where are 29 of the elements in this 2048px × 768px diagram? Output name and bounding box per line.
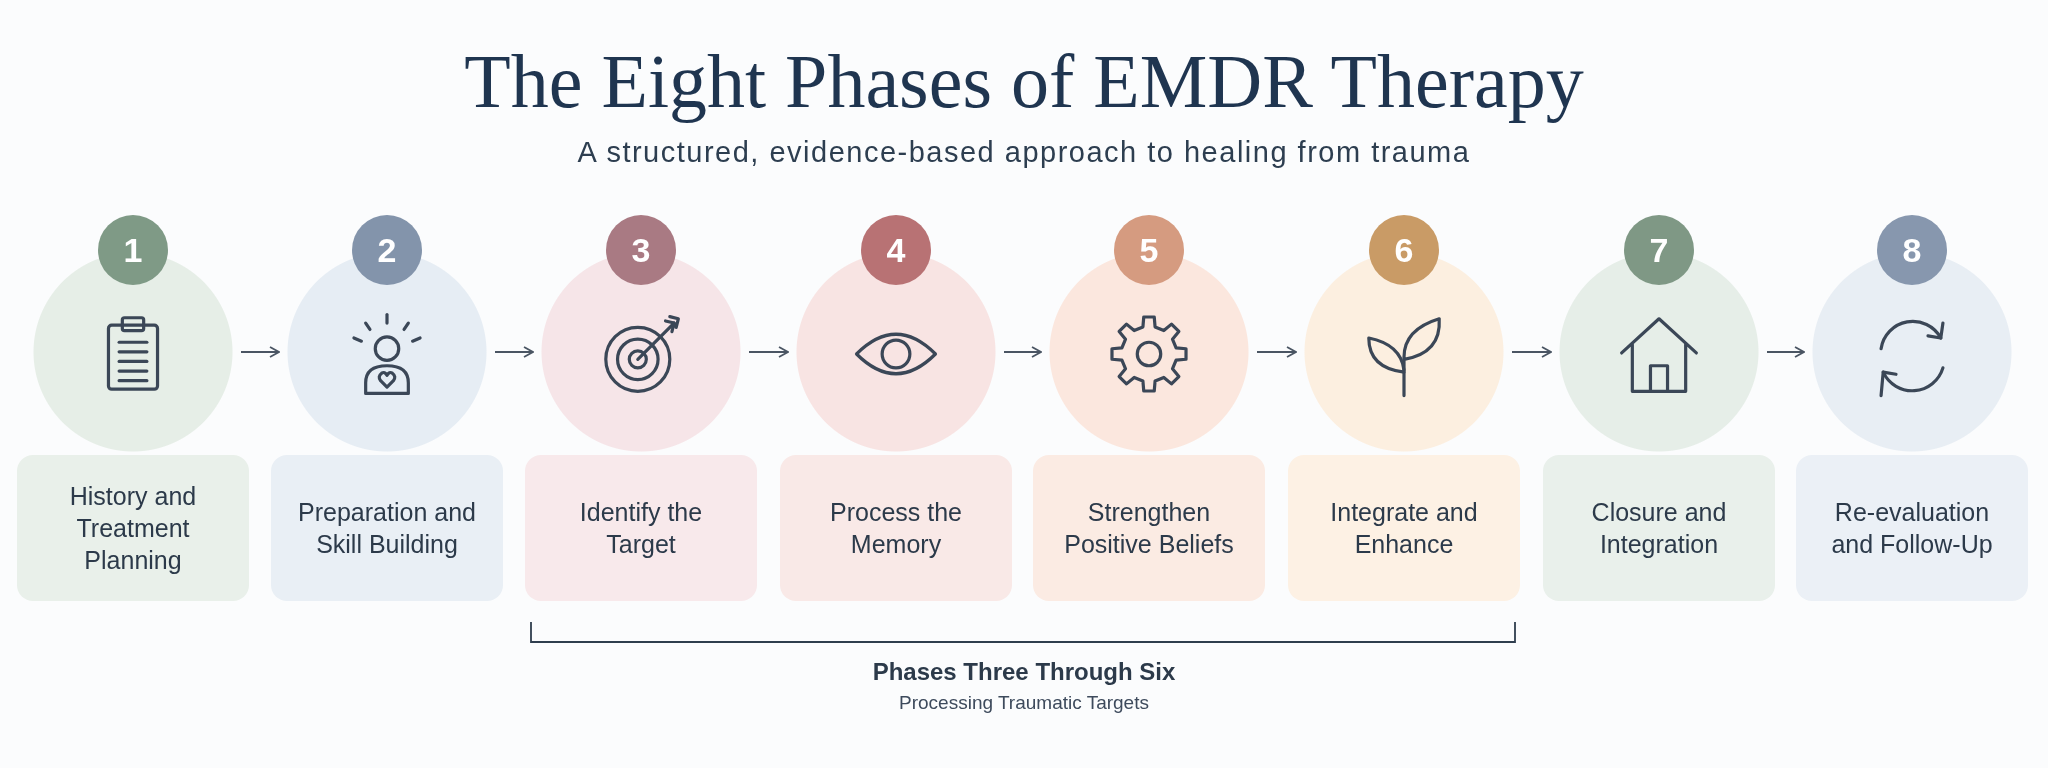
phase-name: Re-evaluation and Follow-Up <box>1830 497 1994 560</box>
number-badge: 4 <box>861 215 931 285</box>
number-badge: 1 <box>98 215 168 285</box>
number-badge: 5 <box>1114 215 1184 285</box>
arrow <box>494 346 534 358</box>
phase-card <box>1033 455 1265 601</box>
arrow <box>240 346 280 358</box>
arrow <box>1256 346 1297 358</box>
arrow <box>1511 346 1552 358</box>
phase-name: Process the Memory <box>829 497 963 560</box>
number-badge: 3 <box>606 215 676 285</box>
bracket-label: Phases Three Through Six <box>871 658 1177 686</box>
number-badge: 7 <box>1624 215 1694 285</box>
arrow <box>748 346 789 358</box>
phase-name: Identify the Target <box>578 497 704 560</box>
number-badge: 8 <box>1877 215 1947 285</box>
subtitle: A structured, evidence-based approach to healing from trauma <box>576 136 1472 169</box>
phase-name: Strengthen Positive Beliefs <box>1063 497 1235 560</box>
arrow <box>1766 346 1805 358</box>
number-badge: 6 <box>1369 215 1439 285</box>
phase-name: Preparation and Skill Building <box>297 497 477 560</box>
arrow <box>1003 346 1042 358</box>
number-badge: 2 <box>352 215 422 285</box>
bracket-sublabel: Processing Traumatic Targets <box>898 692 1150 714</box>
phase-name: Closure and Integration <box>1590 497 1728 560</box>
phase-name: History and Treatment Planning <box>68 481 198 576</box>
phase-name: Integrate and Enhance <box>1329 497 1479 560</box>
title: The Eight Phases of EMDR Therapy <box>463 38 1585 125</box>
phase-card <box>1288 455 1520 601</box>
